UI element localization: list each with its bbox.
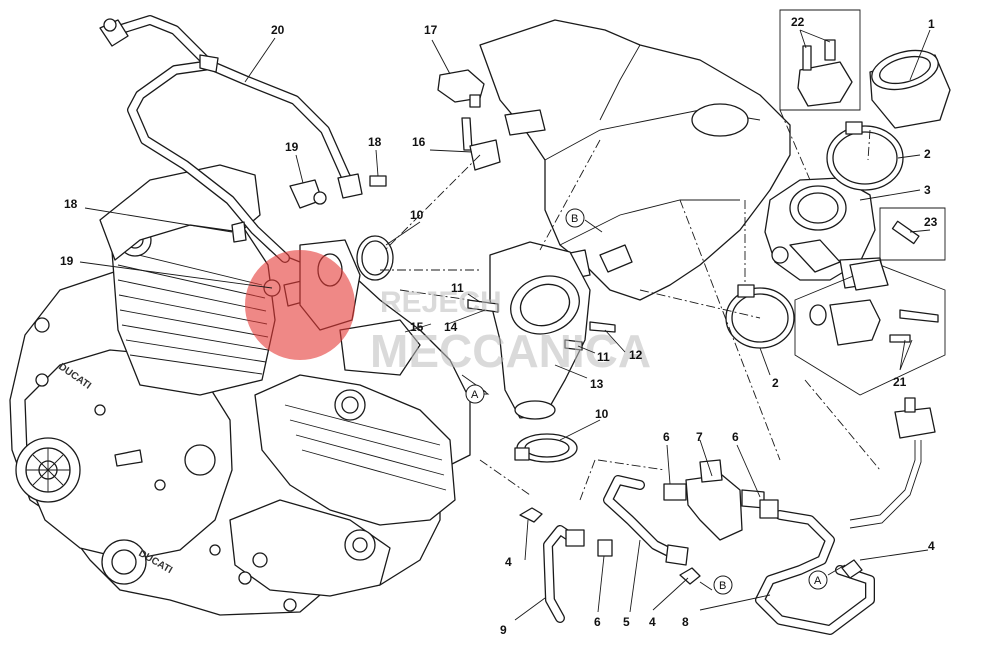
- callout-23: 23: [924, 215, 938, 229]
- callout-1: 1: [928, 17, 935, 31]
- watermark-line2: MECCANICA: [370, 325, 651, 377]
- callout-5: 5: [623, 615, 630, 629]
- callout-3: 3: [924, 183, 931, 197]
- leader-lines: [79, 29, 931, 621]
- callout-18: 18: [64, 197, 78, 211]
- callout-10: 10: [410, 208, 424, 222]
- vent-hoses: [519, 397, 936, 635]
- assembly-lines: [380, 109, 881, 501]
- connector-markers: A A B B: [461, 208, 846, 595]
- callout-6: 6: [663, 430, 670, 444]
- connector-a-lower: A: [808, 564, 846, 590]
- callout-2: 2: [772, 376, 779, 390]
- connector-b-lower: B: [699, 575, 733, 595]
- callout-4: 4: [928, 539, 935, 553]
- callout-4: 4: [505, 555, 512, 569]
- connector-a-upper: A: [461, 374, 490, 404]
- callout-7: 7: [696, 430, 703, 444]
- callout-2: 2: [924, 147, 931, 161]
- callout-17: 17: [424, 23, 438, 37]
- callout-12: 12: [629, 348, 643, 362]
- callout-22: 22: [791, 15, 805, 29]
- detail-box-filter-element: [879, 207, 946, 261]
- callout-19: 19: [285, 140, 299, 154]
- watermark-disc: [245, 250, 355, 360]
- watermark: REJECH MECCANICA: [245, 250, 651, 377]
- breather-pipe: [99, 15, 363, 263]
- connector-b-label: B: [719, 580, 726, 592]
- watermark-line1: REJECH: [380, 286, 502, 319]
- airbox-housing: [479, 19, 791, 301]
- callout-10: 10: [595, 407, 609, 421]
- callout-13: 13: [590, 377, 604, 391]
- callout-18: 18: [368, 135, 382, 149]
- callout-16: 16: [412, 135, 426, 149]
- map-sensor: [437, 69, 501, 171]
- callout-6: 6: [732, 430, 739, 444]
- callout-15: 15: [410, 320, 424, 334]
- callout-4: 4: [649, 615, 656, 629]
- connector-b-upper: B: [565, 208, 603, 233]
- connector-b-label: B: [571, 213, 578, 225]
- detail-box-tps: [779, 9, 861, 111]
- callout-14: 14: [444, 320, 458, 334]
- connector-a-label: A: [471, 389, 479, 401]
- callout-21: 21: [893, 375, 907, 389]
- callout-20: 20: [271, 23, 285, 37]
- callout-labels: 1 2 2 3 4 4 4 5 6 6 6 7 8 9 10 10 11 11 …: [60, 15, 938, 637]
- callout-19: 19: [60, 254, 74, 268]
- callout-11: 11: [597, 350, 610, 364]
- engine-block: DUCATI DUCATI: [9, 164, 471, 616]
- intake-rubber: [725, 49, 951, 349]
- callout-6: 6: [594, 615, 601, 629]
- callout-8: 8: [682, 615, 689, 629]
- connector-a-label: A: [814, 575, 822, 587]
- callout-9: 9: [500, 623, 507, 637]
- callout-11: 11: [451, 281, 464, 295]
- detail-box-idle-valve: [794, 259, 946, 396]
